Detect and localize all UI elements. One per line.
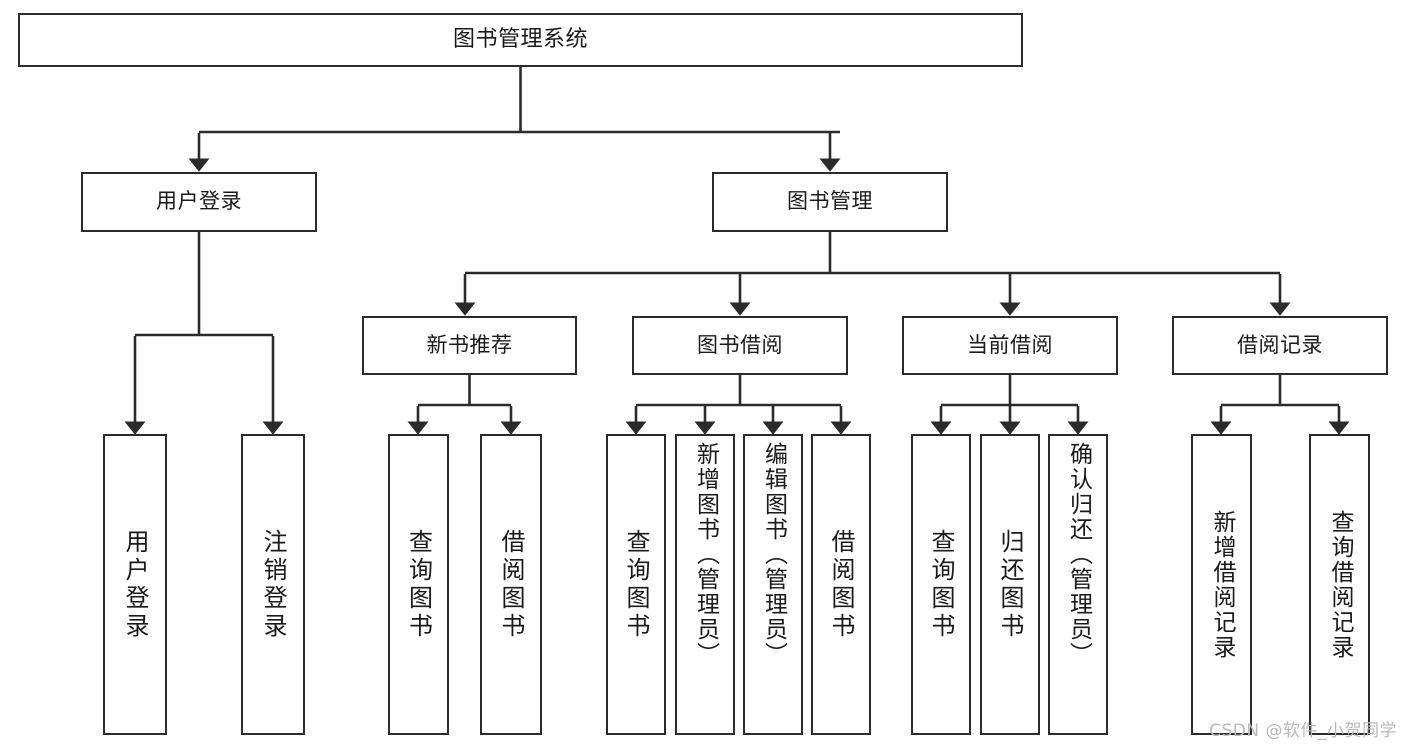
leaf-query-book-borrow[interactable]: 查询图书 <box>606 434 666 735</box>
node-borrow-record[interactable]: 借阅记录 <box>1172 316 1388 375</box>
leaf-borrow-book-recommend[interactable]: 借阅图书 <box>480 434 542 735</box>
node-label: 归还图书 <box>996 528 1024 641</box>
leaf-add-book-admin[interactable]: 新增图书（管理员） <box>675 434 735 735</box>
node-book-management[interactable]: 图书管理 <box>712 172 948 232</box>
node-label: 新增借阅记录 <box>1209 509 1235 660</box>
node-root-system[interactable]: 图书管理系统 <box>18 13 1023 67</box>
node-label: 借阅图书 <box>497 528 525 641</box>
node-label: 当前借阅 <box>967 332 1053 357</box>
node-user-login[interactable]: 用户登录 <box>81 172 317 232</box>
node-label: 编辑图书（管理员） <box>760 442 787 667</box>
node-label: 新书推荐 <box>426 332 513 357</box>
node-label: 图书管理系统 <box>452 26 588 52</box>
leaf-edit-book-admin[interactable]: 编辑图书（管理员） <box>743 434 803 735</box>
csdn-watermark: CSDN @软件_小贺同学 <box>1209 721 1397 741</box>
node-label: 注销登录 <box>259 528 287 641</box>
node-new-book-recommend[interactable]: 新书推荐 <box>362 316 577 375</box>
leaf-borrow-book[interactable]: 借阅图书 <box>811 434 871 735</box>
node-label: 查询借阅记录 <box>1327 509 1353 660</box>
node-label: 确认归还（管理员） <box>1065 442 1092 667</box>
node-label: 用户登录 <box>156 189 242 214</box>
node-current-borrow[interactable]: 当前借阅 <box>902 316 1118 375</box>
leaf-user-login[interactable]: 用户登录 <box>103 434 167 735</box>
node-label: 图书借阅 <box>697 332 783 357</box>
leaf-return-book[interactable]: 归还图书 <box>980 434 1040 735</box>
node-label: 借阅图书 <box>827 528 855 641</box>
node-label: 图书管理 <box>787 189 873 214</box>
node-label: 新增图书（管理员） <box>692 442 719 667</box>
node-label: 查询图书 <box>622 528 650 641</box>
leaf-query-borrow-record[interactable]: 查询借阅记录 <box>1309 434 1370 735</box>
leaf-add-borrow-record[interactable]: 新增借阅记录 <box>1191 434 1252 735</box>
leaf-query-book-recommend[interactable]: 查询图书 <box>388 434 449 735</box>
node-label: 查询图书 <box>404 528 433 641</box>
node-label: 借阅记录 <box>1237 332 1323 357</box>
node-label: 查询图书 <box>927 528 955 641</box>
leaf-confirm-return-admin[interactable]: 确认归还（管理员） <box>1048 434 1108 735</box>
leaf-logout[interactable]: 注销登录 <box>241 434 305 735</box>
leaf-query-book-current[interactable]: 查询图书 <box>911 434 971 735</box>
node-book-borrow[interactable]: 图书借阅 <box>632 316 848 375</box>
node-label: 用户登录 <box>121 528 149 641</box>
